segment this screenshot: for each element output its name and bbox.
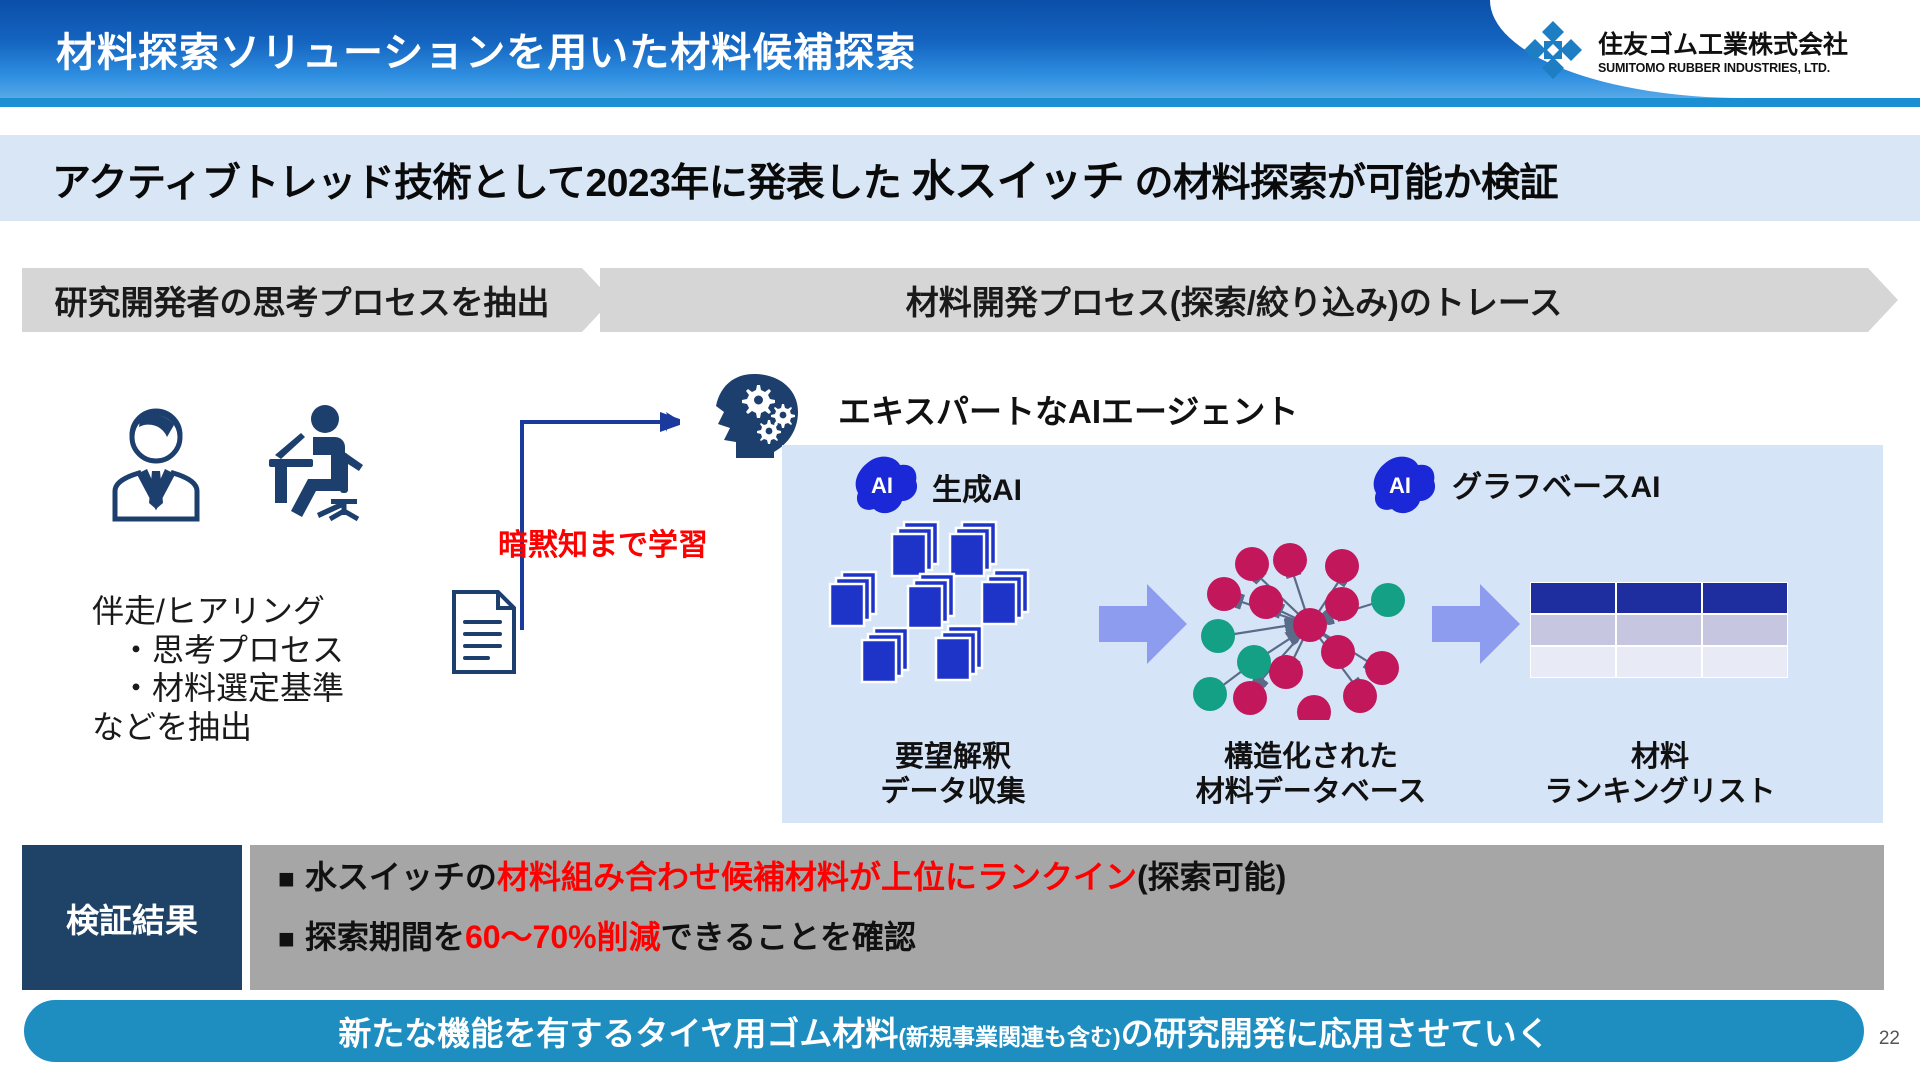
subtitle-text: アクティブトレッド技術として2023年に発表した 水スイッチ の材料探索が可能か…	[52, 147, 1558, 209]
subtitle-suffix: の材料探索が可能か検証	[1124, 162, 1558, 205]
person-suit-icon	[112, 408, 200, 522]
footer-main-2: の研究開発に応用させていく	[1120, 1015, 1550, 1052]
agent-title: エキスパートなAIエージェント	[838, 393, 1299, 430]
ranking-table-icon	[1530, 582, 1788, 678]
result-tag-label: 検証結果	[66, 901, 198, 939]
result-1-seg-1: 水スイッチの	[304, 859, 497, 895]
brain-gears-icon	[708, 372, 800, 458]
result-body: ■ 水スイッチの材料組み合わせ候補材料が上位にランクイン(探索可能) ■ 探索期間を…	[250, 845, 1884, 990]
header-underline	[0, 98, 1920, 107]
person-at-desk-icon	[269, 405, 363, 522]
left-caption-line-1: 伴走/ヒアリング	[92, 593, 325, 629]
footer-text: 新たな機能を有するタイヤ用ゴム材料(新規事業関連も含む)の研究開発に応用させてい…	[338, 1007, 1549, 1055]
sumitomo-diamond-logo-icon	[1522, 19, 1584, 81]
table-row	[1530, 646, 1788, 678]
company-logo: 住友ゴム工業株式会社 SUMITOMO RUBBER INDUSTRIES, L…	[1522, 14, 1892, 86]
stage-label-2: 構造化された 材料データベース	[1152, 740, 1470, 811]
left-caption-line-2: ・思考プロセス	[120, 631, 345, 668]
stage-2-line-2: 材料データベース	[1195, 776, 1427, 809]
stage-3-line-2: ランキングリスト	[1544, 776, 1776, 809]
ai-badge-generative-icon: AI	[852, 455, 920, 517]
svg-text:AI: AI	[871, 473, 893, 498]
stage-1-line-1: 要望解釈	[894, 741, 1011, 773]
result-2-seg-2: 60～70%削減	[464, 919, 661, 955]
ai-label-generative: 生成AI	[932, 474, 1022, 507]
ai-label-graph: グラフベースAI	[1452, 471, 1661, 504]
result-line-2: ■ 探索期間を60～70%削減できることを確認	[278, 921, 1884, 953]
left-caption: 伴走/ヒアリング ・思考プロセス ・材料選定基準 などを抽出	[92, 592, 422, 747]
left-caption-line-4: などを抽出	[92, 709, 253, 746]
result-1-seg-3: (探索可能)	[1136, 859, 1287, 895]
flow-arrow-2-icon	[1430, 580, 1522, 668]
logo-text-ja: 住友ゴム工業株式会社	[1598, 31, 1849, 59]
chevron-right-label: 材料開発プロセス(探索/絞り込み)のトレース	[905, 284, 1563, 321]
left-caption-line-3: ・材料選定基準	[120, 670, 345, 707]
stage-1-line-2: データ収集	[880, 776, 1026, 809]
chevron-header-left: 研究開発者の思考プロセスを抽出	[22, 268, 612, 332]
chevron-header-right: 材料開発プロセス(探索/絞り込み)のトレース	[600, 268, 1898, 332]
ai-badge-graph-icon: AI	[1370, 455, 1438, 517]
page-number: 22	[1878, 1028, 1900, 1049]
network-graph-icon	[1170, 520, 1450, 729]
subtitle-band: アクティブトレッド技術として2023年に発表した 水スイッチ の材料探索が可能か…	[0, 135, 1920, 221]
stage-label-3: 材料 ランキングリスト	[1530, 740, 1790, 811]
header-bar: 材料探索ソリューションを用いた材料候補探索	[0, 0, 1920, 98]
result-tag: 検証結果	[22, 845, 242, 990]
page-title: 材料探索ソリューションを用いた材料候補探索	[56, 31, 917, 75]
bullet-icon: ■	[278, 863, 295, 894]
footer-small: (新規事業関連も含む)	[898, 1024, 1121, 1050]
chevron-left-label: 研究開発者の思考プロセスを抽出	[54, 284, 550, 321]
stage-2-line-1: 構造化された	[1223, 741, 1398, 773]
result-2-seg-3: できることを確認	[660, 919, 916, 955]
learning-arrow	[430, 400, 692, 660]
svg-text:AI: AI	[1389, 473, 1411, 498]
bullet-icon: ■	[278, 923, 295, 954]
result-line-1: ■ 水スイッチの材料組み合わせ候補材料が上位にランクイン(探索可能)	[278, 861, 1884, 893]
people-icons-group	[95, 395, 375, 525]
subtitle-highlight: 水スイッチ	[911, 158, 1125, 206]
logo-text-en: SUMITOMO RUBBER INDUSTRIES, LTD.	[1598, 61, 1831, 75]
documents-stack-icon	[812, 520, 1092, 700]
stage-label-1: 要望解釈 データ収集	[812, 740, 1094, 811]
footer-main-1: 新たな機能を有するタイヤ用ゴム材料	[338, 1015, 899, 1052]
flow-arrow-1-icon	[1097, 580, 1189, 668]
table-row	[1530, 614, 1788, 646]
result-1-seg-2: 材料組み合わせ候補材料が上位にランクイン	[496, 859, 1137, 895]
logo-wordmark: 住友ゴム工業株式会社 SUMITOMO RUBBER INDUSTRIES, L…	[1598, 25, 1848, 75]
stage-3-line-1: 材料	[1630, 741, 1689, 773]
subtitle-prefix: アクティブトレッド技術として2023年に発表した	[52, 162, 912, 205]
tacit-knowledge-label: 暗黙知まで学習	[498, 529, 708, 562]
document-icon	[450, 588, 518, 676]
table-row	[1530, 582, 1788, 614]
footer-pill: 新たな機能を有するタイヤ用ゴム材料(新規事業関連も含む)の研究開発に応用させてい…	[24, 1000, 1864, 1062]
result-2-seg-1: 探索期間を	[304, 919, 465, 955]
